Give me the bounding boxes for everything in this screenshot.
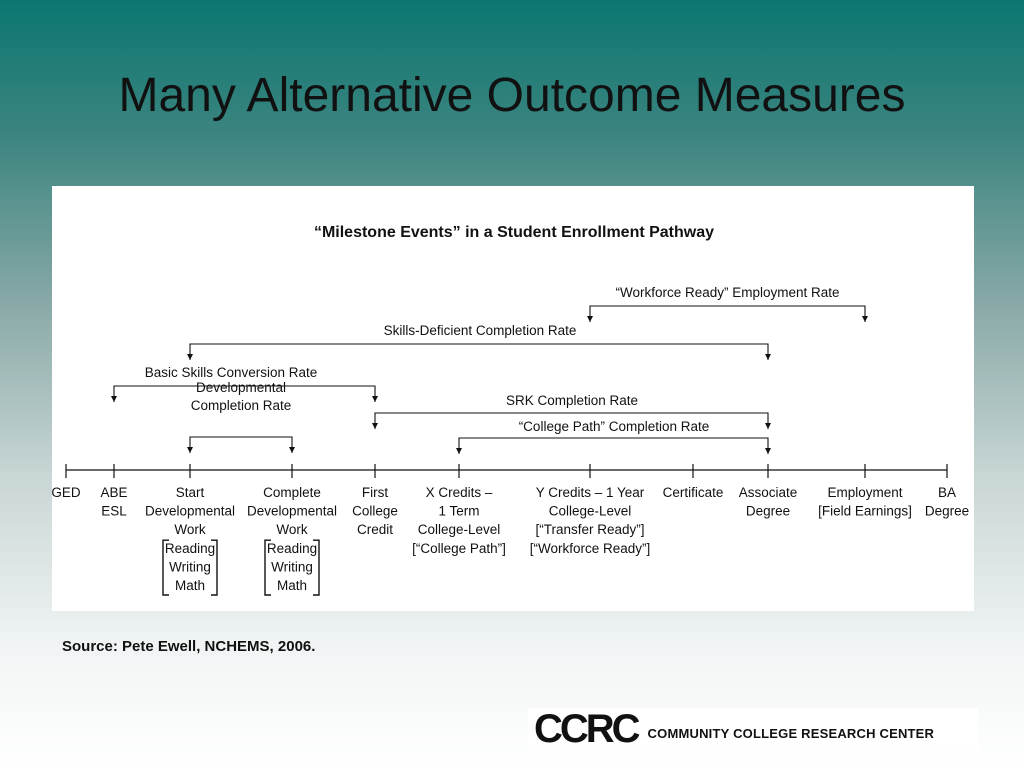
milestone-label-line: 1 Term xyxy=(438,504,479,519)
arrowhead xyxy=(187,354,193,360)
milestone-ba-degree: BA Degree xyxy=(925,485,969,519)
measure-label: “College Path” Completion Rate xyxy=(519,419,710,434)
milestone-label-line: GED xyxy=(52,485,81,500)
milestone-label-line: [“Workforce Ready”] xyxy=(530,541,651,556)
milestones-layer: GED ABE ESL StartDevelopmentalWorkReadingWr… xyxy=(52,485,969,596)
milestone-label-line: First xyxy=(362,485,388,500)
milestone-label-line: [“Transfer Ready”] xyxy=(535,522,644,537)
milestone-label-line: Y Credits – 1 Year xyxy=(536,485,645,500)
measure-label: “Workforce Ready” Employment Rate xyxy=(615,285,839,300)
arrowhead xyxy=(372,423,378,429)
logo-mark: CCRC xyxy=(534,707,641,751)
timeline-layer xyxy=(65,464,948,478)
milestone-label-line: Start xyxy=(176,485,205,500)
milestone-label-line: [Field Earnings] xyxy=(818,504,912,519)
measure-span xyxy=(458,437,769,454)
milestone-label-line: Complete xyxy=(263,485,321,500)
milestone-complete-dev: CompleteDevelopmentalWorkReadingWritingM… xyxy=(247,485,337,596)
arrowhead xyxy=(587,316,593,322)
milestone-label-line: Developmental xyxy=(247,504,337,519)
subject-label: Writing xyxy=(169,559,211,574)
milestone-label-line: Associate xyxy=(739,485,798,500)
subject-label: Writing xyxy=(271,559,313,574)
milestone-ged: GED xyxy=(52,485,81,500)
subject-label: Reading xyxy=(165,541,215,556)
subject-label: Math xyxy=(175,578,205,593)
arrowhead xyxy=(372,396,378,402)
measure-label: Developmental xyxy=(196,380,286,395)
diagram-title: “Milestone Events” in a Student Enrollme… xyxy=(314,224,714,241)
measure-workforce-ready-employment-rate: “Workforce Ready” Employment Rate xyxy=(587,285,868,322)
measure-span xyxy=(189,436,293,453)
diagram-panel: “Milestone Events” in a Student Enrollme… xyxy=(52,186,974,611)
milestone-label-line: Degree xyxy=(925,504,969,519)
ccrc-logo: CCRC COMMUNITY COLLEGE RESEARCH CENTER xyxy=(528,708,978,750)
measure-span xyxy=(374,412,769,429)
measure-span xyxy=(189,343,769,360)
measure-label: Completion Rate xyxy=(191,398,292,413)
milestone-certificate: Certificate xyxy=(663,485,724,500)
milestone-label-line: Degree xyxy=(746,504,790,519)
subject-label: Reading xyxy=(267,541,317,556)
arrowhead xyxy=(765,448,771,454)
measures-layer: “Workforce Ready” Employment RateSkills-… xyxy=(111,285,868,454)
milestone-label-line: College-Level xyxy=(549,504,632,519)
milestone-label-line: Work xyxy=(276,522,308,537)
milestone-label-line: ESL xyxy=(101,504,127,519)
arrowhead xyxy=(111,396,117,402)
arrowhead xyxy=(456,448,462,454)
milestone-label-line: X Credits – xyxy=(426,485,493,500)
measure-label: Skills-Deficient Completion Rate xyxy=(384,323,577,338)
milestone-abe-esl: ABE ESL xyxy=(100,485,127,519)
arrowhead xyxy=(765,423,771,429)
arrowhead xyxy=(862,316,868,322)
milestone-label-line: BA xyxy=(938,485,956,500)
milestone-label-line: Developmental xyxy=(145,504,235,519)
milestone-label-line: ABE xyxy=(100,485,127,500)
logo-name: COMMUNITY COLLEGE RESEARCH CENTER xyxy=(647,725,935,741)
measure-label: Basic Skills Conversion Rate xyxy=(145,365,318,380)
arrowhead xyxy=(187,447,193,453)
milestone-label-line: College xyxy=(352,504,398,519)
milestone-label-line: [“College Path”] xyxy=(412,541,506,556)
milestone-label-line: College-Level xyxy=(418,522,501,537)
measure-span xyxy=(589,305,866,322)
measure-srk-completion-rate: SRK Completion Rate xyxy=(372,393,771,429)
measure-skills-deficient-completion-rate: Skills-Deficient Completion Rate xyxy=(187,323,771,360)
milestone-label-line: Credit xyxy=(357,522,393,537)
measure-label: SRK Completion Rate xyxy=(506,393,638,408)
slide-title: Many Alternative Outcome Measures xyxy=(118,69,906,122)
source-citation: Source: Pete Ewell, NCHEMS, 2006. xyxy=(62,638,316,655)
measure-college-path-completion-rate: “College Path” Completion Rate xyxy=(456,419,771,454)
milestone-label-line: Certificate xyxy=(663,485,724,500)
milestone-label-line: Employment xyxy=(827,485,902,500)
subject-label: Math xyxy=(277,578,307,593)
measure-span xyxy=(113,385,376,402)
milestone-label-line: Work xyxy=(174,522,206,537)
measure-basic-skills-conversion-rate: Basic Skills Conversion Rate xyxy=(111,365,378,402)
milestone-diagram: “Milestone Events” in a Student Enrollme… xyxy=(52,224,969,596)
arrowhead xyxy=(765,354,771,360)
arrowhead xyxy=(289,447,295,453)
milestone-employment: Employment [Field Earnings] xyxy=(818,485,912,519)
